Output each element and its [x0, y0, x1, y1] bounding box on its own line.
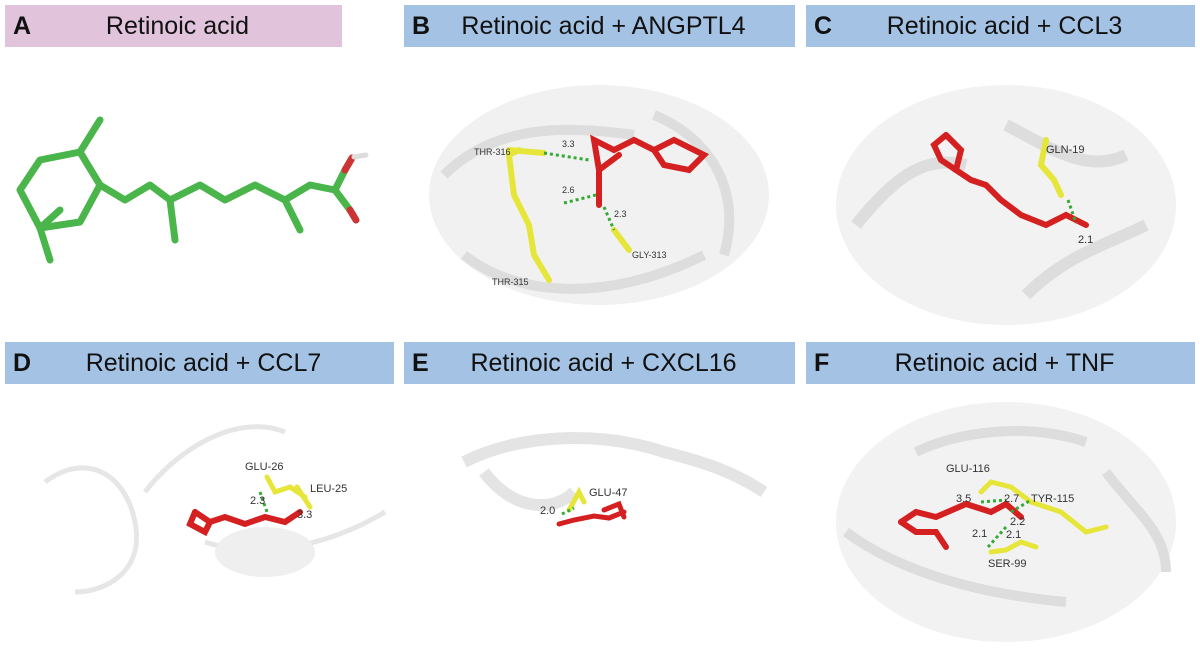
ccl3-docking-scene: GLN-19 2.1: [836, 85, 1176, 325]
residue-label: GLU-47: [589, 487, 628, 499]
panel-b-header: B Retinoic acid + ANGPTL4: [404, 5, 795, 47]
distance-label: 2.2: [1010, 516, 1025, 528]
distance-label: 3.3: [562, 139, 575, 149]
ligand-sticks: [590, 134, 710, 208]
residue-label: THR-316: [474, 147, 511, 157]
panel-title: Retinoic acid + CXCL16: [470, 348, 737, 377]
distance-label: 2.7: [1004, 493, 1019, 505]
hbond-lines: [543, 151, 616, 231]
distance-label: 2.6: [562, 185, 575, 195]
cxcl16-docking-scene: GLU-47 2.0: [461, 432, 768, 527]
residue-label: GLU-26: [245, 461, 284, 473]
panel-letter: F: [814, 348, 830, 377]
distance-label: 2.3: [250, 495, 265, 507]
distance-label: 2.3: [614, 209, 627, 219]
residue-label: LEU-25: [310, 483, 347, 495]
residue-label: THR-315: [492, 277, 529, 287]
panel-a-header: A Retinoic acid: [5, 5, 342, 47]
retinoic-acid-structure: [16, 116, 369, 264]
panel-d-header: D Retinoic acid + CCL7: [5, 342, 394, 384]
panel-letter: C: [814, 11, 833, 40]
panel-title: Retinoic acid: [105, 11, 250, 40]
panel-letter: A: [13, 11, 32, 40]
panel-f-header: F Retinoic acid + TNF: [806, 342, 1195, 384]
panel-title: Retinoic acid + CCL3: [886, 11, 1123, 40]
tnf-docking-scene: GLU-116 TYR-115 SER-99 3.5 2.7 2.2 2.1 2…: [836, 402, 1176, 642]
panel-c-header: C Retinoic acid + CCL3: [806, 5, 1195, 47]
residue-label: GLN-19: [1046, 144, 1085, 156]
panel-letter: B: [412, 11, 431, 40]
ccl7-docking-scene: GLU-26 LEU-25 2.3 3.3: [43, 424, 387, 595]
distance-label: 3.5: [956, 493, 971, 505]
distance-label: 2.1: [1078, 234, 1093, 246]
distance-label: 3.3: [297, 509, 312, 521]
panel-title: Retinoic acid + ANGPTL4: [461, 11, 746, 40]
panel-letter: E: [412, 348, 429, 377]
distance-label: 2.0: [540, 505, 555, 517]
distance-label: 2.1: [972, 528, 987, 540]
residue-label: SER-99: [988, 558, 1027, 570]
panel-title: Retinoic acid + CCL7: [85, 348, 322, 377]
panel-e-header: E Retinoic acid + CXCL16: [404, 342, 795, 384]
residue-label: TYR-115: [1031, 493, 1074, 505]
residue-label: GLU-116: [946, 463, 990, 475]
panel-letter: D: [13, 348, 32, 377]
residue-sticks: [505, 147, 632, 283]
distance-label: 2.1: [1006, 529, 1021, 541]
angptl4-docking-scene: 3.3 2.6 2.3 THR-316 THR-315 GLY-313: [429, 85, 769, 305]
panel-title: Retinoic acid + TNF: [894, 348, 1115, 377]
residue-label: GLY-313: [632, 250, 667, 260]
